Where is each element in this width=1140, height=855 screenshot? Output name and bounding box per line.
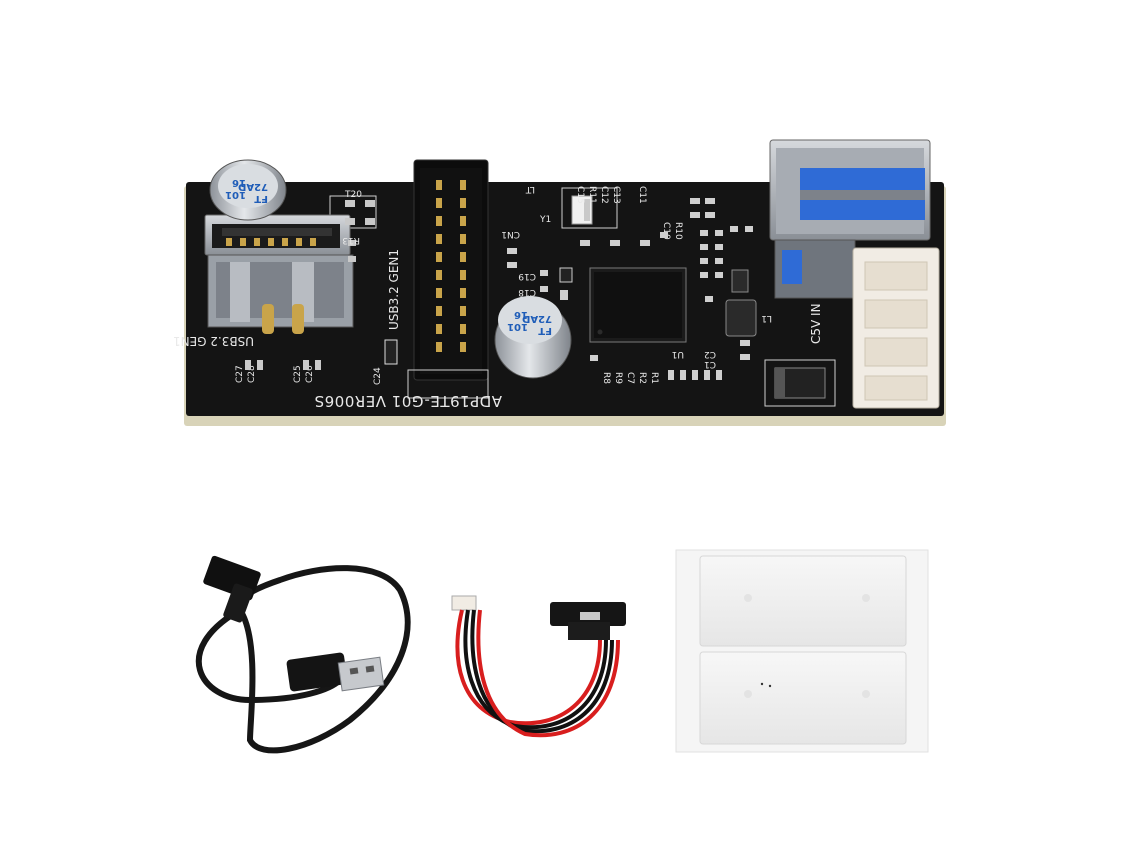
svg-text:C27: C27 [235, 365, 245, 383]
header-pin [436, 180, 442, 190]
header-pin [436, 198, 442, 208]
svg-text:L1: L1 [761, 313, 772, 323]
board-model: ADP19TE-G01 VER006S [314, 392, 502, 410]
header-label: USB3.2 GEN1 [387, 249, 401, 330]
svg-text:R2: R2 [637, 372, 647, 384]
header-pin [460, 180, 466, 190]
svg-text:C25: C25 [293, 365, 303, 383]
svg-text:C28: C28 [247, 365, 257, 383]
header-pin [436, 252, 442, 262]
svg-text:U1: U1 [672, 349, 684, 359]
svg-text:C13: C13 [611, 186, 621, 204]
header-pin [460, 324, 466, 334]
header-pin [436, 342, 442, 352]
header-pin [436, 234, 442, 244]
svg-text:16: 16 [514, 309, 528, 320]
header-pin [436, 306, 442, 316]
svg-text:R8: R8 [601, 372, 611, 384]
pcb-board: FT 72AD 101 16 T20 R13 USB3.2 GEN1 C27 C… [173, 139, 946, 426]
header-pin [436, 288, 442, 298]
svg-text:C10: C10 [661, 222, 671, 240]
svg-text:T20: T20 [344, 190, 362, 200]
svg-text:C11: C11 [637, 186, 647, 204]
header-pin [460, 342, 466, 352]
usb-a-port [769, 139, 931, 299]
svg-text:C18: C18 [518, 287, 536, 297]
svg-text:C2: C2 [704, 349, 716, 359]
svg-text:C19: C19 [518, 271, 536, 281]
svg-text:C7: C7 [625, 372, 635, 384]
svg-text:R11: R11 [587, 186, 597, 204]
adhesive-pads [675, 549, 929, 753]
svg-text:72AD: 72AD [238, 181, 268, 192]
svg-text:FT: FT [254, 193, 268, 204]
svg-text:101: 101 [225, 189, 246, 200]
power-connector [852, 247, 940, 409]
svg-text:101: 101 [507, 321, 528, 332]
svg-text:LT: LT [525, 184, 535, 194]
header-pin [460, 270, 466, 280]
controller-ic [589, 267, 687, 343]
usb3-vertical-port [204, 214, 354, 334]
power-cable [451, 595, 626, 738]
header-pin [436, 270, 442, 280]
capacitor-center: FT 72AD 101 16 [494, 296, 572, 379]
svg-text:Y1: Y1 [539, 215, 551, 225]
svg-text:R9: R9 [613, 372, 623, 384]
header-pin [460, 288, 466, 298]
usb-cable [195, 555, 411, 754]
header-pin [460, 198, 466, 208]
capacitor-left: FT 72AD 101 16 [209, 159, 287, 221]
power-label: C5V IN [809, 303, 823, 344]
svg-text:C26: C26 [305, 365, 315, 383]
header-pin [460, 216, 466, 226]
svg-text:R1: R1 [649, 372, 659, 384]
svg-text:C1: C1 [704, 359, 716, 369]
svg-text:16: 16 [232, 177, 246, 188]
svg-text:R13: R13 [342, 235, 360, 245]
svg-text:R10: R10 [673, 222, 683, 240]
usb3-pin-header [407, 159, 489, 399]
header-pin [436, 216, 442, 226]
svg-text:C12: C12 [599, 186, 609, 204]
svg-text:CN1: CN1 [501, 229, 520, 239]
svg-text:C24: C24 [373, 367, 383, 385]
header-pin [460, 252, 466, 262]
header-pin [460, 234, 466, 244]
header-pin [460, 306, 466, 316]
svg-text:72AD: 72AD [522, 313, 552, 324]
svg-text:FT: FT [538, 325, 552, 336]
port-label: USB3.2 GEN1 [173, 334, 254, 348]
header-pin [436, 324, 442, 334]
svg-text:C15: C15 [575, 186, 585, 204]
